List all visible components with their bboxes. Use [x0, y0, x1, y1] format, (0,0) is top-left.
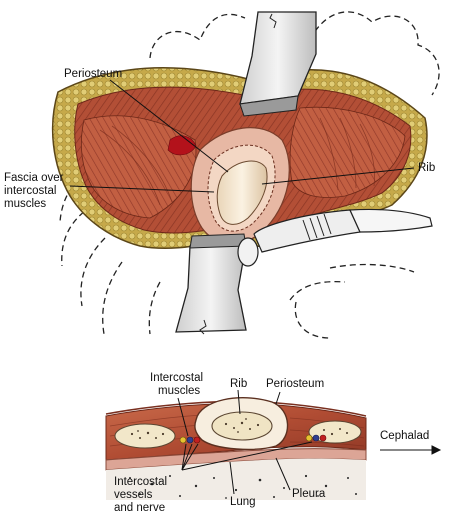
right-muscle-bundle	[289, 106, 406, 198]
section-lung	[106, 458, 366, 500]
section-rib-right-marrow	[323, 428, 348, 436]
label-fascia-line3: muscles	[4, 198, 47, 210]
neurovascular-bundle-left	[179, 436, 201, 444]
section-lung-texture	[129, 474, 357, 499]
upper-leader-lines	[69, 79, 415, 193]
vessel-spot	[167, 135, 197, 156]
fibre-lines	[99, 117, 375, 206]
upper-retractor	[239, 11, 317, 117]
label-vessels-line3: and nerve	[114, 502, 166, 514]
label-fascia-line2: intercostal	[4, 185, 57, 197]
label-rib-upper: Rib	[418, 162, 436, 174]
label-intercostal-muscles-line2: muscles	[158, 385, 201, 397]
label-vessels-line1: Intercostal	[114, 476, 168, 488]
label-cephalad: Cephalad	[380, 430, 430, 442]
label-lung: Lung	[230, 496, 256, 508]
section-rib-left-marrow	[130, 430, 165, 439]
left-muscle-bundle	[80, 115, 197, 219]
section-rib-left	[114, 423, 176, 449]
section-rib-center	[211, 411, 273, 441]
label-vessels-line2: vessels	[114, 489, 153, 501]
cephalad-arrow	[380, 445, 442, 455]
lower-leader-lines	[177, 389, 313, 495]
elevator-tool	[237, 208, 433, 267]
label-pleura: Pleura	[292, 488, 326, 500]
label-fascia-line1: Fascia over	[4, 172, 64, 184]
neurovascular-bundle-right	[305, 434, 327, 442]
label-periosteum-lower: Periosteum	[266, 378, 325, 390]
label-rib-lower: Rib	[230, 378, 248, 390]
lower-retractor	[175, 233, 247, 335]
section-rib-center-marrow	[224, 418, 260, 433]
label-periosteum-upper: Periosteum	[64, 68, 123, 80]
label-intercostal-muscles-line1: Intercostal	[150, 372, 204, 384]
rib-bone	[216, 160, 268, 225]
